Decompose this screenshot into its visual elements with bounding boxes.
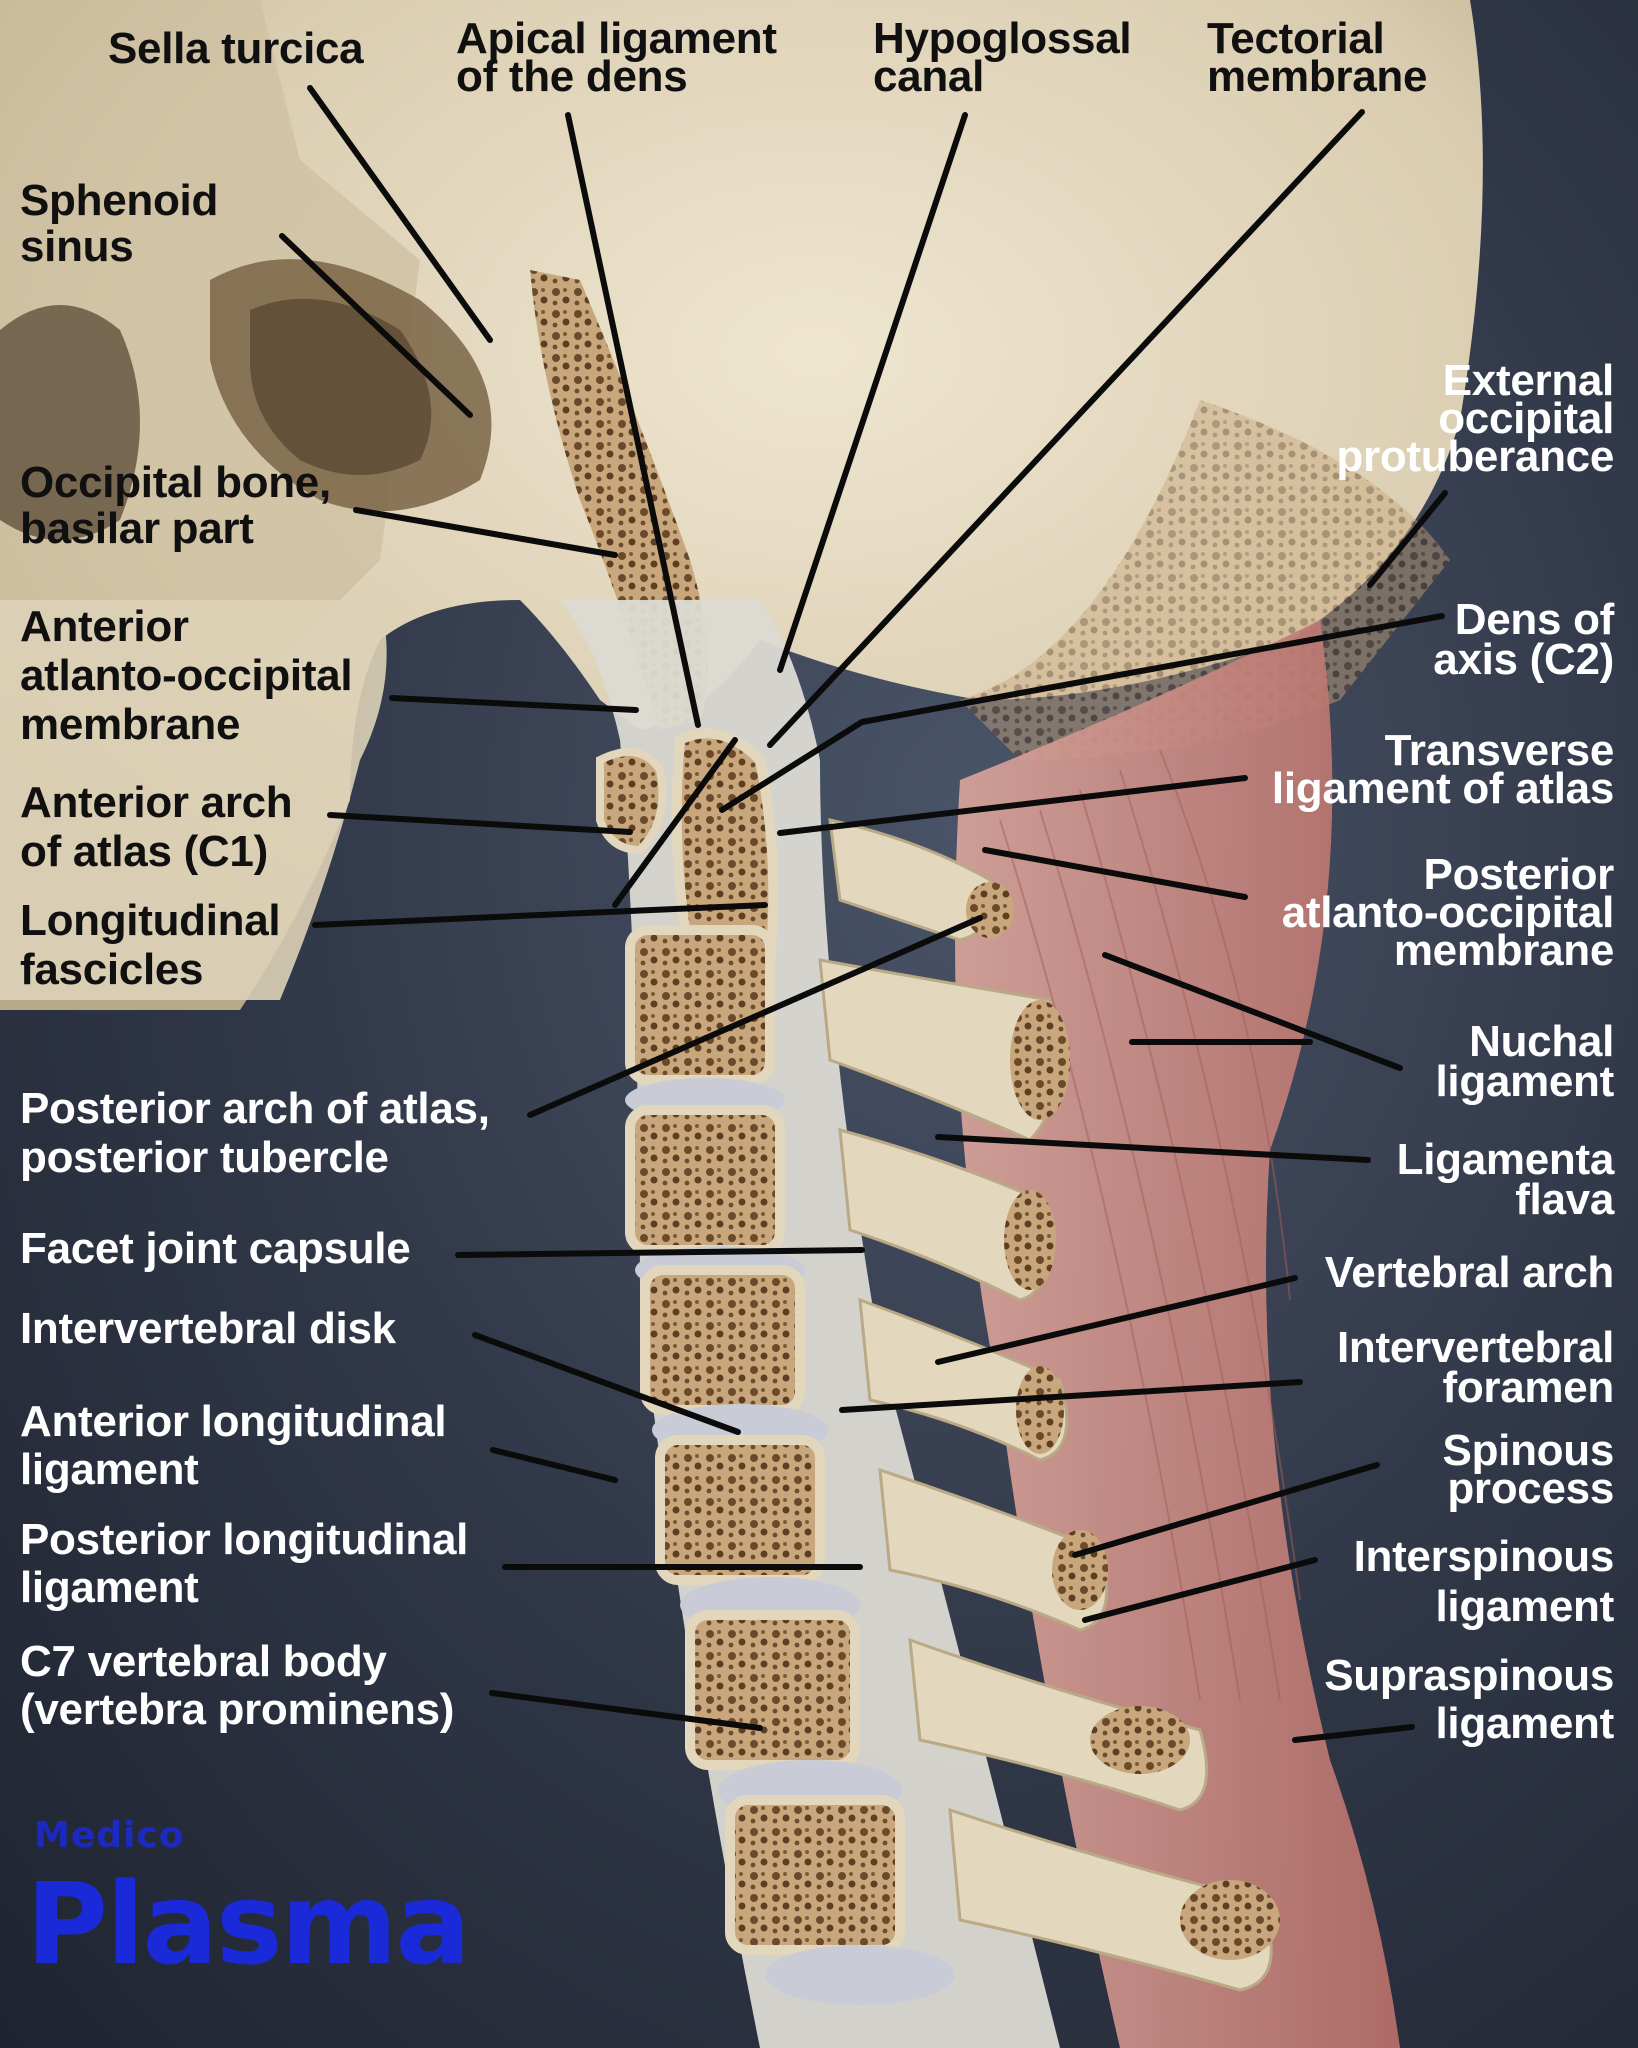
label-intervertebral-disk: Intervertebral disk — [20, 1304, 396, 1353]
leader-intervertebral-disk — [472, 1332, 741, 1435]
leader-dens-of-axis — [719, 613, 1445, 813]
vertebral-column — [596, 728, 955, 2005]
brand-logo-small: Medico — [34, 1815, 185, 1856]
leader-c7-body — [489, 1690, 763, 1731]
leader-supraspinous-ligament — [1292, 1724, 1415, 1743]
leader-posterior-ao-membrane — [982, 847, 1248, 900]
leader-sphenoid-sinus — [279, 233, 473, 418]
label-occipital-bone-basilar: Occipital bone,basilar part — [20, 458, 331, 553]
maxilla — [0, 600, 387, 1000]
leader-apical-ligament — [565, 112, 701, 728]
leader-vertebral-arch — [935, 1275, 1298, 1365]
c5-body — [655, 1435, 825, 1585]
leader-facet-joint-capsule — [455, 1247, 865, 1258]
leader-intervertebral-foramen — [839, 1379, 1303, 1413]
brand-logo: Plasma — [26, 1860, 471, 1990]
c4-body — [640, 1265, 805, 1415]
spinous-process-marrow — [966, 882, 1280, 1960]
leader-hypoglossal-canal — [777, 112, 968, 673]
label-c7-vertebral-body: C7 vertebral body(vertebra prominens) — [20, 1637, 455, 1734]
leader-posterior-arch-atlas — [527, 915, 983, 1118]
leader-longitudinal-fascicles — [312, 902, 768, 928]
leader-anterior-arch-atlas — [327, 812, 633, 835]
label-vertebral-arch: Vertebral arch — [1324, 1248, 1615, 1297]
c2-body — [625, 925, 775, 1085]
leader-external-occipital-protuberance — [1367, 490, 1448, 588]
orbit — [0, 305, 140, 540]
leader-nuchal-ligament — [1102, 952, 1403, 1071]
leader-transverse-ligament — [777, 775, 1248, 836]
sphenoid-sinus-inner — [250, 298, 432, 475]
label-posterior-arch-atlas: Posterior arch of atlas,posterior tuberc… — [20, 1084, 490, 1182]
skull-group — [0, 0, 1483, 1010]
leader-sella-turcica — [307, 85, 493, 343]
leader-tectorial-membrane — [767, 109, 1365, 748]
leader-spinous-process — [1072, 1462, 1380, 1558]
atlas-anterior-arch — [596, 748, 667, 855]
leader-ligamenta-flava — [935, 1134, 1371, 1163]
leader-lines — [279, 85, 1448, 1743]
label-sella-turcica: Sella turcica — [108, 24, 364, 73]
label-facet-joint-capsule: Facet joint capsule — [20, 1224, 411, 1273]
leader-anterior-ao-membrane — [389, 695, 639, 713]
disk-c7-t1 — [765, 1945, 955, 2005]
c3-body — [625, 1105, 785, 1255]
c7-body — [725, 1795, 905, 1955]
occipital-bone — [960, 400, 1450, 760]
leader-anterior-longitudinal — [490, 1447, 618, 1483]
leader-occipital-basilar — [353, 507, 618, 558]
c6-body — [685, 1610, 860, 1770]
leader-interspinous-ligament — [1082, 1557, 1318, 1623]
leader-longitudinal-fascicles-2 — [612, 737, 738, 908]
